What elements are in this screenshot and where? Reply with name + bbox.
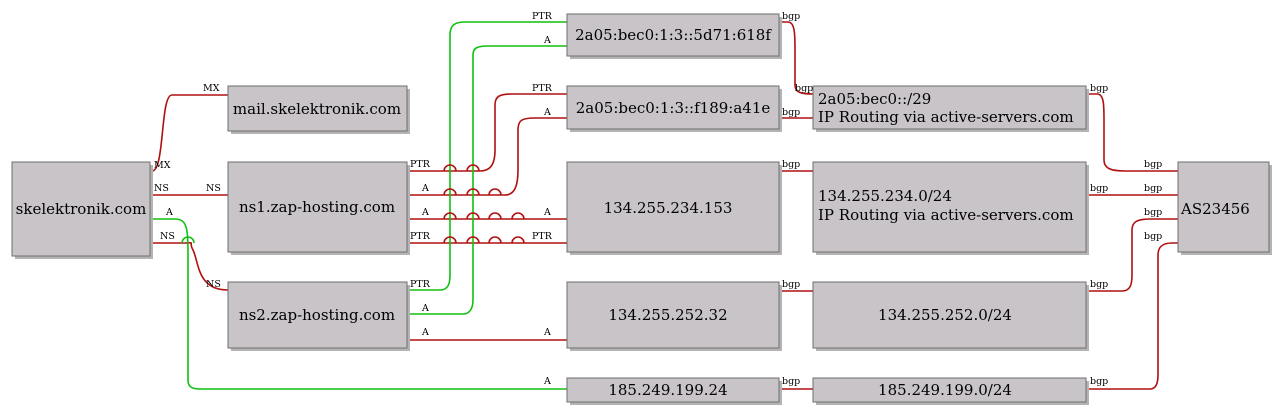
node-ip6a[interactable]: 2a05:bec0:1:3::5d71:618f (566, 13, 782, 59)
edge-label-mx-src: MX (154, 160, 171, 171)
node-as[interactable]: AS23456 (1177, 161, 1272, 255)
node-ns1-label: ns1.zap-hosting.com (239, 198, 395, 216)
edge-label-bgp-net6-in: bgp (795, 83, 813, 94)
node-net234-line1: 134.255.234.0/24 (818, 187, 952, 205)
edge-label-bgp-net252: bgp (1090, 279, 1108, 290)
node-ns2-label: ns2.zap-hosting.com (239, 306, 395, 324)
node-ip6a-label: 2a05:bec0:1:3::5d71:618f (575, 26, 772, 44)
node-ns2[interactable]: ns2.zap-hosting.com (227, 281, 410, 351)
node-ns1[interactable]: ns1.zap-hosting.com (227, 161, 410, 255)
edge-label-bgp-net185: bgp (1090, 376, 1108, 387)
edge-label-bgp-net6: bgp (1090, 83, 1108, 94)
edge-label-bgp-as-1: bgp (1144, 159, 1162, 170)
edge-label-ns-ns2: NS (206, 279, 221, 290)
node-ip185[interactable]: 185.249.199.24 (566, 377, 782, 405)
node-net252-label: 134.255.252.0/24 (878, 306, 1012, 324)
edge-label-a-ip234: A (543, 207, 551, 218)
node-mail-label: mail.skelektronik.com (233, 100, 401, 118)
edge-label-bgp-as-2: bgp (1144, 183, 1162, 194)
edge-label-a-ns1-1: A (421, 183, 429, 194)
edge-label-ns-src1: NS (154, 183, 169, 194)
node-ip185-label: 185.249.199.24 (608, 381, 727, 399)
node-net185[interactable]: 185.249.199.0/24 (812, 377, 1089, 405)
edge-label-a-ip185: A (543, 376, 551, 387)
node-ip234-label: 134.255.234.153 (604, 199, 733, 217)
edge-a-185 (152, 218, 567, 390)
node-skelektronik[interactable]: skelektronik.com (11, 161, 153, 259)
edge-label-a-ip6a: A (543, 35, 551, 46)
edge-a-ns2-ip6a (410, 45, 567, 315)
node-ip252-label: 134.255.252.32 (608, 306, 727, 324)
edge-label-bgp-as-4: bgp (1144, 231, 1162, 242)
edge-label-ptr-ip234: PTR (532, 231, 553, 242)
edge-ns-ns2 (152, 242, 229, 291)
edge-label-ns-ns1: NS (206, 183, 221, 194)
node-net234[interactable]: 134.255.234.0/24 IP Routing via active-s… (812, 161, 1089, 255)
edge-bgp-net252-as (1088, 218, 1178, 292)
node-net234-line2: IP Routing via active-servers.com (818, 206, 1074, 224)
node-ip6b-label: 2a05:bec0:1:3::f189:a41e (576, 99, 771, 117)
edge-mx (151, 94, 228, 172)
edge-label-bgp-ip185: bgp (782, 376, 800, 387)
edge-label-bgp-net234: bgp (1090, 183, 1108, 194)
crossing-hops (181, 164, 525, 244)
edge-label-bgp-ip234: bgp (782, 159, 800, 170)
node-net6[interactable]: 2a05:bec0::/29 IP Routing via active-ser… (812, 85, 1089, 132)
edge-label-a-ns1-2: A (421, 207, 429, 218)
node-as-label: AS23456 (1180, 200, 1250, 218)
node-ip6b[interactable]: 2a05:bec0:1:3::f189:a41e (566, 85, 782, 132)
edge-label-bgp-ip6b: bgp (782, 107, 800, 118)
edge-label-a-ip6b: A (543, 107, 551, 118)
node-skelektronik-label: skelektronik.com (16, 200, 147, 218)
edge-label-ptr-ip6a: PTR (532, 11, 553, 22)
edge-label-ptr-ns2: PTR (410, 279, 431, 290)
edge-label-ptr-ns1-2: PTR (410, 231, 431, 242)
edge-ptr-ns2-ip6a (410, 21, 567, 291)
edge-label-ptr-ip6b: PTR (532, 83, 553, 94)
edge-label-bgp-ip6a: bgp (782, 11, 800, 22)
edge-label-a-ip252: A (543, 327, 551, 338)
edge-bgp-net185-as (1088, 242, 1178, 390)
edge-ptr-ns1-ip6b (410, 93, 567, 172)
node-net185-label: 185.249.199.0/24 (878, 381, 1012, 399)
edge-label-ns-src2: NS (160, 231, 175, 242)
node-mail[interactable]: mail.skelektronik.com (227, 85, 410, 134)
edge-label-a-ns2-1: A (421, 303, 429, 314)
node-ip234[interactable]: 134.255.234.153 (566, 161, 782, 255)
edge-bgp-net6-as (1088, 93, 1178, 172)
edge-label-bgp-as-3: bgp (1144, 207, 1162, 218)
edge-label-ptr-ns1-1: PTR (410, 159, 431, 170)
node-net6-line2: IP Routing via active-servers.com (818, 108, 1074, 126)
edge-bgp-ip6a-net6 (780, 21, 814, 95)
node-net6-line1: 2a05:bec0::/29 (818, 90, 931, 108)
edge-label-a-src: A (165, 207, 173, 218)
edge-label-bgp-ip252: bgp (782, 279, 800, 290)
node-net252[interactable]: 134.255.252.0/24 (812, 281, 1089, 351)
node-ip252[interactable]: 134.255.252.32 (566, 281, 782, 351)
edge-label-mx-mail: MX (203, 83, 220, 94)
edge-label-a-ns2-2: A (421, 327, 429, 338)
edge-a-ns1-ip6b (410, 117, 567, 196)
